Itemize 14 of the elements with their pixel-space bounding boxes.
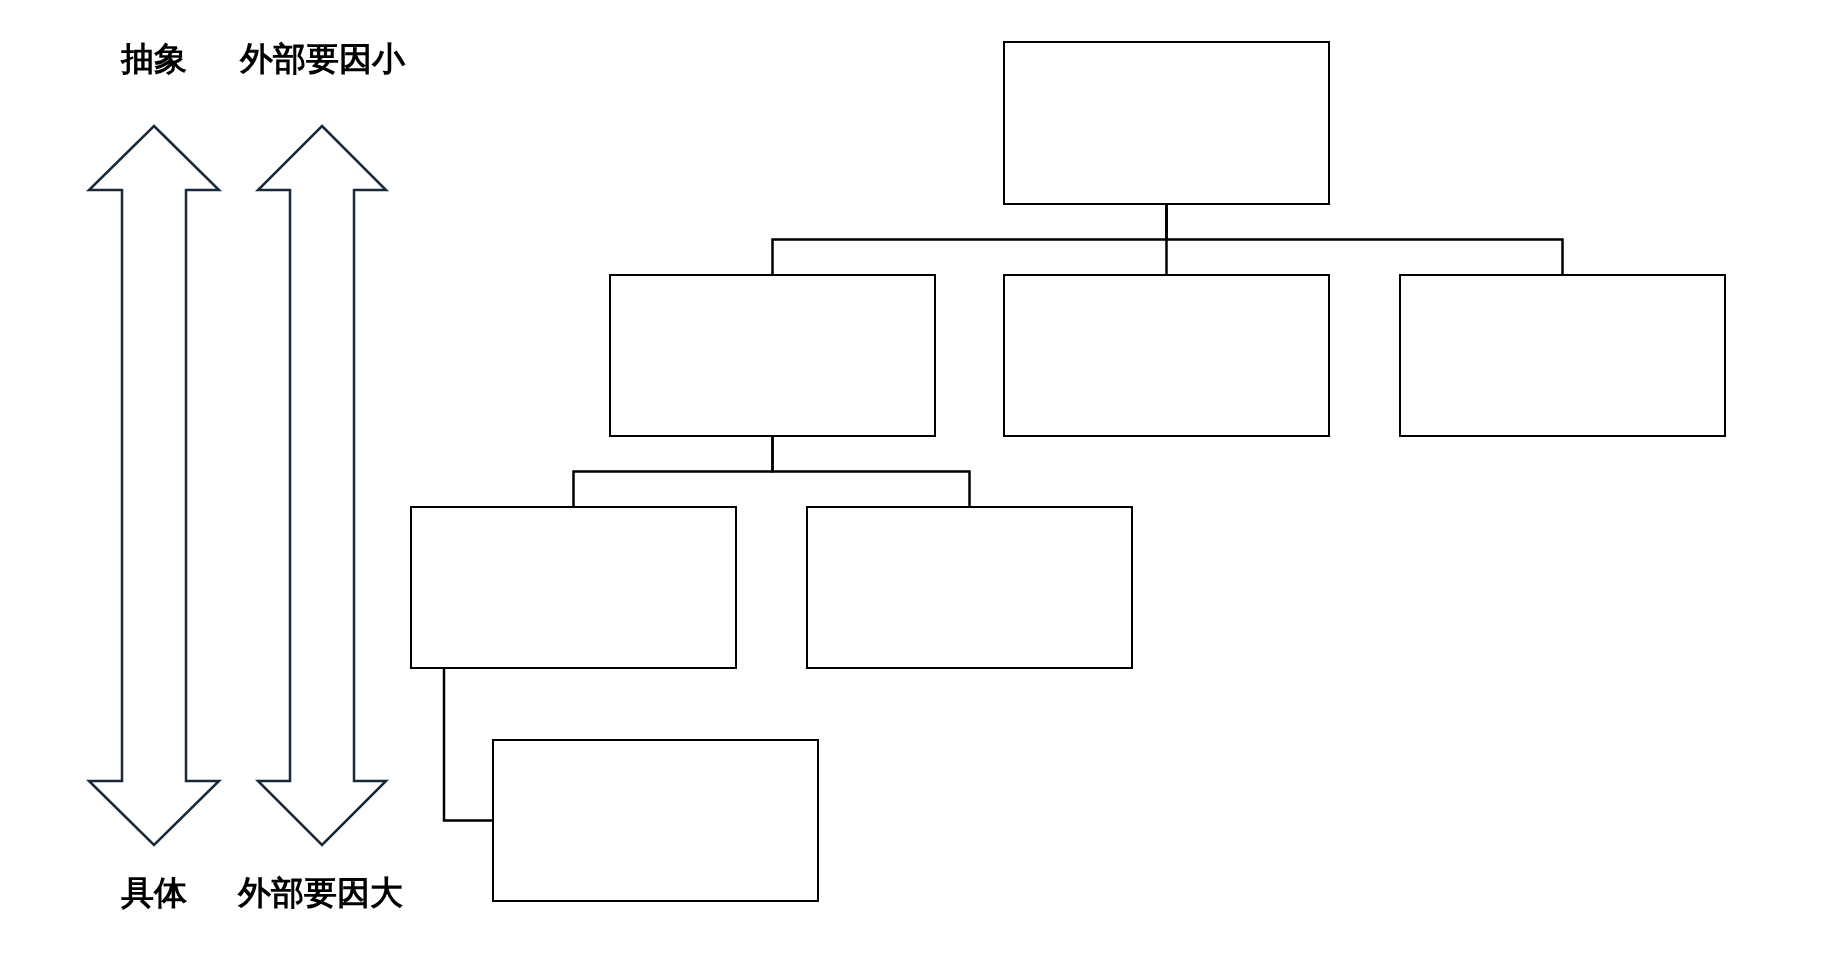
- empty-box: [1399, 274, 1726, 437]
- empty-box: [1003, 41, 1330, 205]
- empty-box: [410, 506, 737, 669]
- connector-line: [771, 437, 971, 506]
- empty-box: [492, 739, 819, 902]
- empty-box: [1003, 274, 1330, 437]
- empty-box: [806, 506, 1133, 669]
- scale-end-label: 抽象: [121, 41, 187, 75]
- connector-line: [442, 669, 492, 822]
- scale-end-label: 具体: [121, 875, 187, 909]
- empty-box: [609, 274, 936, 437]
- scale-end-label: 外部要因小: [239, 41, 405, 75]
- scale-end-label: 外部要因大: [237, 875, 403, 909]
- connector-line: [1165, 205, 1564, 274]
